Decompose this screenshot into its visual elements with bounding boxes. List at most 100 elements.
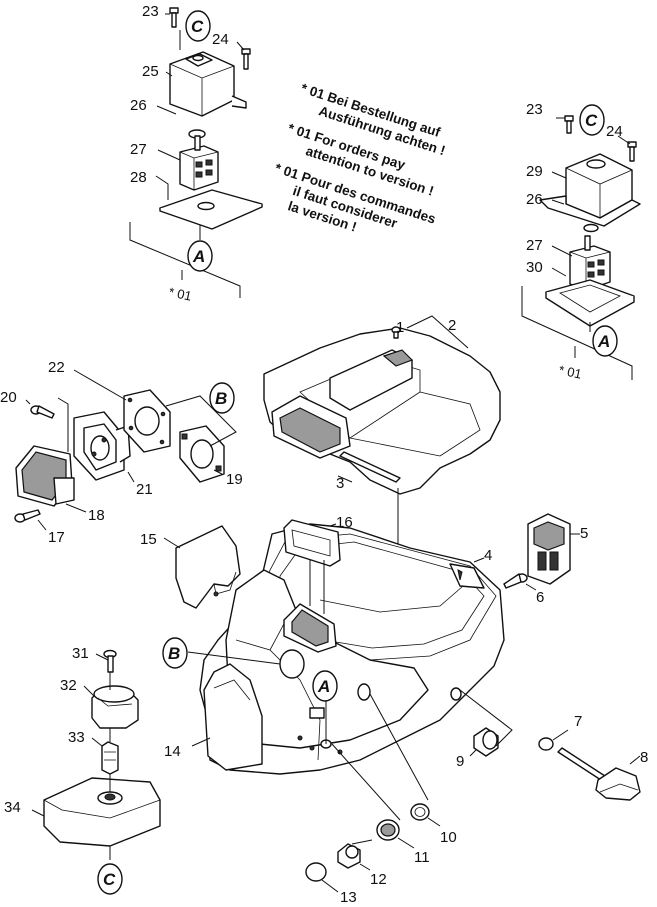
knob-32 <box>91 685 139 729</box>
knob-assembly <box>31 649 161 860</box>
callout-a-top-left: A <box>187 240 213 272</box>
screw-24 <box>241 48 251 70</box>
part-number-7: 7 <box>574 713 582 730</box>
part-number-23-right: 23 <box>526 101 543 118</box>
assembly-top-left <box>129 7 263 298</box>
socket-21 <box>73 411 131 481</box>
part-number-31: 31 <box>72 645 89 662</box>
part-number-15: 15 <box>140 531 157 548</box>
svg-text:A: A <box>317 677 330 696</box>
part-number-10: 10 <box>440 829 457 846</box>
screw-17 <box>14 509 41 523</box>
adapter-33 <box>101 741 119 775</box>
handle-grip-16 <box>283 519 341 567</box>
connector-12 <box>337 843 361 869</box>
svg-text:C: C <box>191 17 204 36</box>
switch-cover-25 <box>169 51 247 117</box>
part-number-17: 17 <box>48 529 65 546</box>
svg-text:A: A <box>192 247 205 266</box>
drain-handle-8 <box>557 747 641 801</box>
part-number-12: 12 <box>370 871 387 888</box>
part-number-26: 26 <box>130 97 147 114</box>
part-number-2: 2 <box>448 317 456 334</box>
part-number-30: 30 <box>526 259 543 276</box>
main-housing-14 <box>199 523 505 775</box>
screw-24-right <box>627 141 637 162</box>
o-ring-26-right <box>583 223 599 233</box>
screw-23 <box>169 7 179 28</box>
part-number-18: 18 <box>88 507 105 524</box>
version-mark-right: * 01 <box>557 362 583 381</box>
switch-cover-5 <box>527 513 571 585</box>
socket-assembly-left <box>14 369 237 531</box>
part-number-19: 19 <box>226 471 243 488</box>
callout-c-top-right: C <box>579 104 605 136</box>
frame-line-right <box>521 286 633 380</box>
mounting-frame-30 <box>545 279 635 327</box>
part-number-5: 5 <box>580 525 588 542</box>
part-number-26-right: 26 <box>526 191 543 208</box>
callout-c-bottom: C <box>97 863 123 895</box>
part-number-29: 29 <box>526 163 543 180</box>
part-number-14: 14 <box>164 743 181 760</box>
part-number-13: 13 <box>340 889 357 906</box>
o-ring-7 <box>538 737 554 751</box>
callout-b-socket: B <box>209 382 235 414</box>
screw-31 <box>103 649 117 673</box>
part-number-8: 8 <box>640 749 648 766</box>
screw-1 <box>391 326 401 339</box>
part-number-24-right: 24 <box>606 123 623 140</box>
version-notes: * 01 Bei Bestellung auf Ausführung achte… <box>273 81 447 235</box>
part-number-11: 11 <box>414 849 430 866</box>
warning-label-4 <box>449 563 485 589</box>
svg-text:A: A <box>597 332 610 351</box>
assembly-top-right <box>521 115 641 380</box>
callout-a-housing: A <box>312 670 338 702</box>
svg-text:* 01: * 01 <box>557 362 583 381</box>
part-number-25: 25 <box>142 63 159 80</box>
ring-10 <box>410 803 430 821</box>
screw-20 <box>30 405 55 419</box>
rotary-switch-27-right <box>569 235 611 291</box>
hood-2 <box>263 326 501 495</box>
switch-cover-29 <box>539 153 641 227</box>
part-number-34: 34 <box>4 799 21 816</box>
part-number-24: 24 <box>212 31 229 48</box>
part-number-23: 23 <box>142 3 159 20</box>
svg-text:B: B <box>168 644 180 663</box>
svg-text:C: C <box>103 870 116 889</box>
part-number-28: 28 <box>130 169 147 186</box>
part-number-9: 9 <box>456 753 464 770</box>
frame-line-left <box>129 222 241 298</box>
gasket-22 <box>123 389 171 453</box>
svg-text:* 01: * 01 <box>167 284 193 303</box>
part-number-22: 22 <box>48 359 65 376</box>
svg-text:B: B <box>215 389 227 408</box>
part-number-20: 20 <box>0 389 17 406</box>
part-number-16: 16 <box>336 514 353 531</box>
cap-13 <box>305 862 327 882</box>
nut-11 <box>376 819 400 841</box>
part-number-27-right: 27 <box>526 237 543 254</box>
part-number-27: 27 <box>130 141 147 158</box>
callout-a-top-right: A <box>592 325 618 357</box>
flange-19 <box>179 425 225 483</box>
callout-c-top-left: C <box>185 10 211 42</box>
version-mark-left: * 01 <box>167 284 193 303</box>
fitting-9 <box>473 727 499 757</box>
side-panel-15 <box>175 525 241 609</box>
part-number-3: 3 <box>336 475 344 492</box>
screw-23-right <box>564 115 574 134</box>
part-number-4: 4 <box>484 547 492 564</box>
rotary-switch-27 <box>179 135 219 191</box>
part-number-33: 33 <box>68 729 85 746</box>
part-number-1: 1 <box>396 319 404 336</box>
callout-b-housing: B <box>162 637 188 669</box>
knob-base-34 <box>43 777 161 847</box>
part-number-32: 32 <box>60 677 77 694</box>
part-number-21: 21 <box>136 481 153 498</box>
socket-cover-18 <box>15 445 75 507</box>
screw-6 <box>503 573 528 589</box>
